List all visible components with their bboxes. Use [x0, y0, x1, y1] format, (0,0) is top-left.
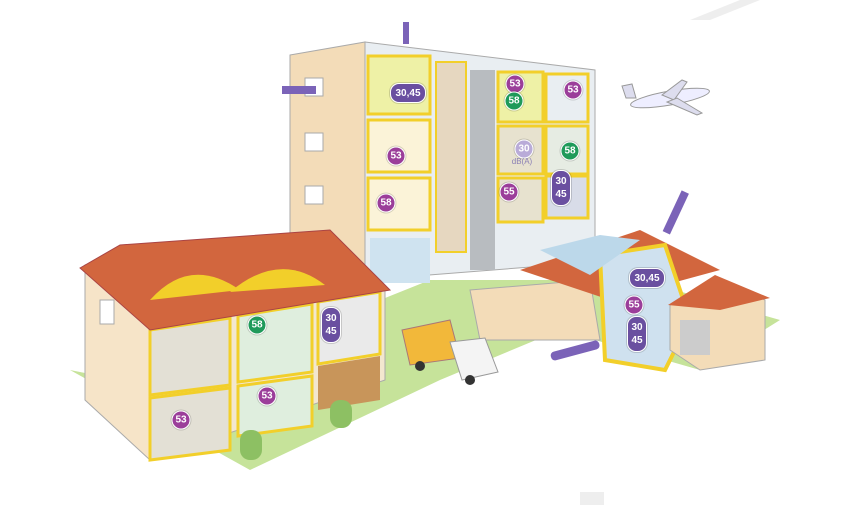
sound-level-badge: 53: [171, 410, 191, 430]
sound-level-badge: 53: [386, 146, 406, 166]
unit-label: dB(A): [511, 157, 533, 166]
airplane-icon: [621, 79, 710, 116]
badge-bottom: 45: [325, 326, 337, 337]
badge-bottom: 45: [631, 335, 643, 346]
sound-level-badge: 53: [257, 386, 277, 406]
sound-level-badge: 55: [624, 295, 644, 315]
badge-top: 30: [555, 176, 567, 187]
sound-level-badge: 30,45: [390, 83, 426, 103]
sound-level-badge: 55: [499, 182, 519, 202]
right-house: [469, 190, 770, 373]
delivery-truck: [401, 319, 499, 385]
sound-level-badge: 58: [247, 315, 267, 335]
sound-level-badge: 58: [376, 193, 396, 213]
sound-level-badge: 30: [514, 139, 534, 159]
sound-level-badge: 53: [563, 80, 583, 100]
left-house: [79, 229, 392, 462]
decor-stripe: [690, 0, 760, 20]
badge-top: 30: [631, 322, 643, 333]
decor-block: [580, 492, 604, 505]
sound-level-badge: 30,45: [629, 268, 665, 288]
sound-level-badge: 58: [504, 91, 524, 111]
badge-bottom: 45: [555, 189, 567, 200]
badge-top: 30: [325, 313, 337, 324]
sound-level-badge: 58: [560, 141, 580, 161]
